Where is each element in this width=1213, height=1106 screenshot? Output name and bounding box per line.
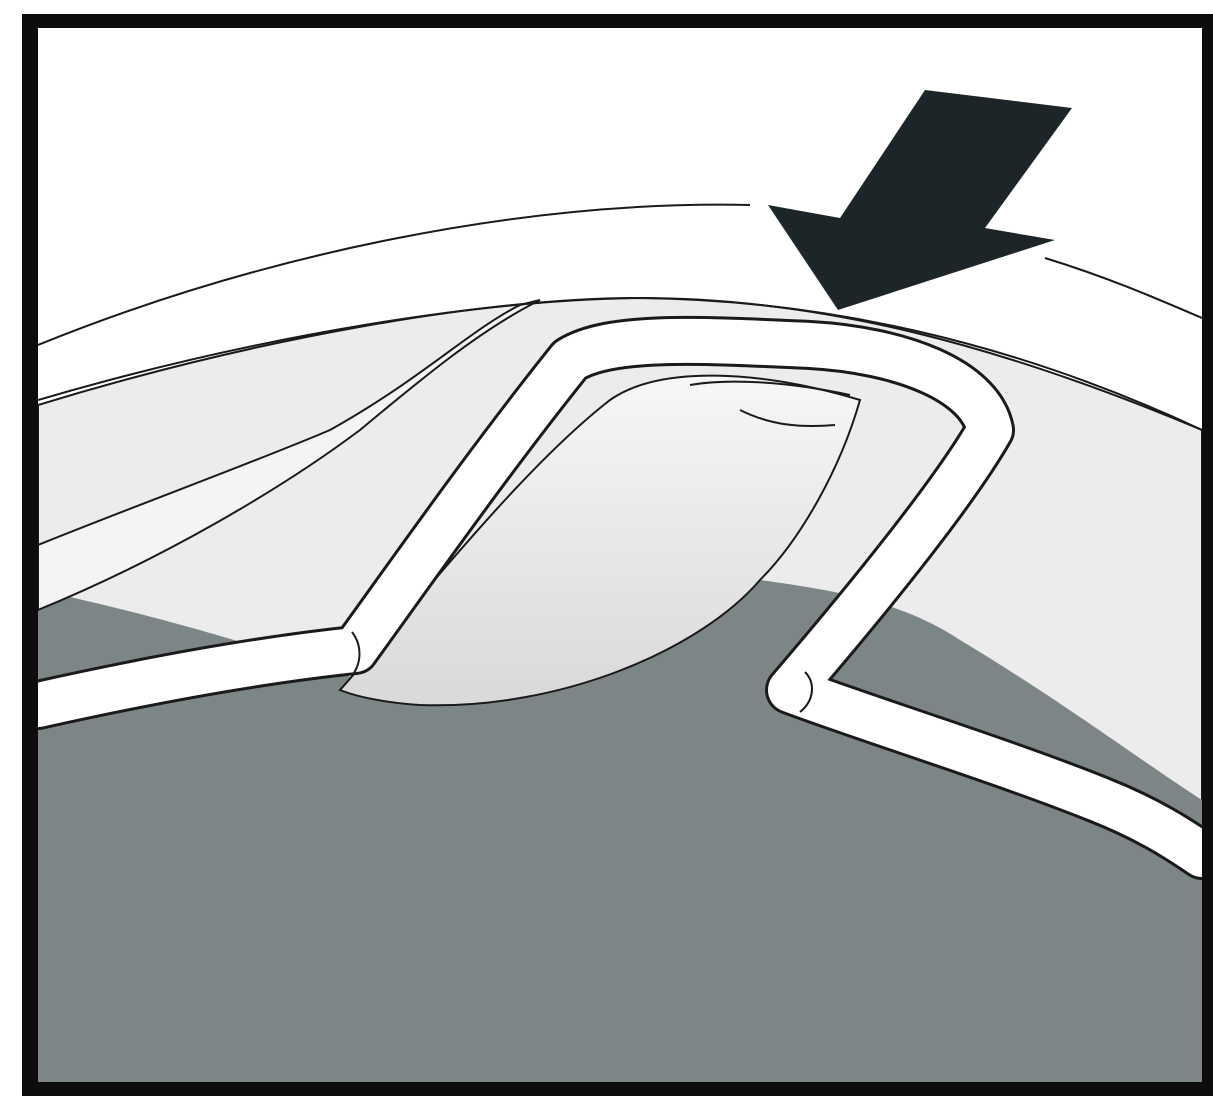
outer-rim-edge: [38, 203, 751, 346]
dark-base: [38, 580, 1202, 1082]
wire-seam-right: [799, 671, 813, 713]
wire-clip: [38, 318, 1202, 877]
bulb-crease-1: [689, 380, 851, 396]
bulb-shape: [338, 374, 862, 707]
left-strip: [38, 299, 541, 612]
wire-seam-left: [351, 631, 361, 677]
bulb-crease-2: [739, 409, 836, 428]
arrow-down-left-icon: [768, 90, 1072, 310]
inner-rim-edge: [38, 296, 1202, 431]
outer-rim-edge-right: [1044, 257, 1202, 319]
